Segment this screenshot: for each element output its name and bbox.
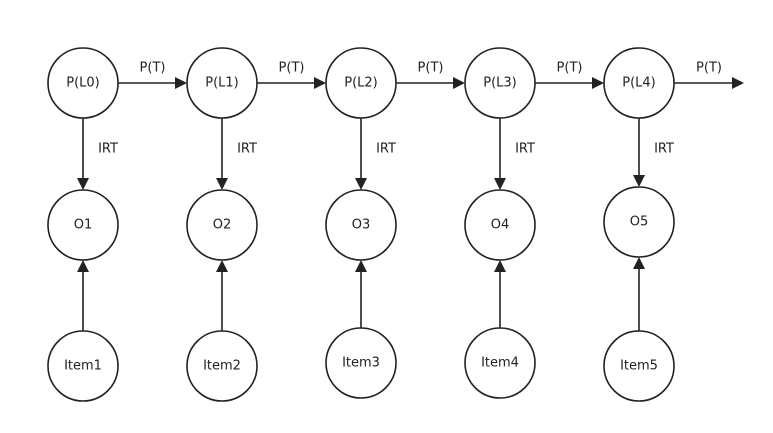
arrow-head (453, 77, 465, 89)
transition-label: P(T) (279, 61, 305, 76)
observation-node-o1: O1 (47, 189, 119, 261)
node-circle (325, 47, 397, 119)
transition-arrow (674, 77, 744, 89)
emission-label: IRT (98, 142, 118, 157)
node-circle (325, 189, 397, 261)
node-label: P(L4) (622, 76, 656, 91)
node-label: P(L1) (205, 76, 239, 91)
node-circle (186, 330, 258, 402)
transition-label: P(T) (418, 61, 444, 76)
node-circle (47, 189, 119, 261)
arrow-head (592, 77, 604, 89)
observation-node-o5: O5 (603, 186, 675, 258)
arrow-head (633, 257, 645, 269)
emission-arrow (494, 118, 506, 190)
node-circle (186, 47, 258, 119)
emission-arrow (355, 118, 367, 190)
item-node-item1: Item1 (47, 330, 119, 402)
item-arrow (355, 260, 367, 328)
arrow-head (494, 260, 506, 272)
emission-label: IRT (654, 142, 674, 157)
node-circle (47, 47, 119, 119)
item-arrow (216, 260, 228, 331)
node-label: Item5 (620, 359, 658, 374)
arrow-head (355, 260, 367, 272)
node-circle (464, 327, 536, 399)
arrow-head (77, 178, 89, 190)
node-label: O4 (491, 218, 510, 233)
state-node-l0: P(L0) (47, 47, 119, 119)
node-circle (464, 189, 536, 261)
emission-arrow (633, 118, 645, 187)
emission-label: IRT (515, 142, 535, 157)
item-node-item2: Item2 (186, 330, 258, 402)
item-arrow (633, 257, 645, 331)
node-label: O2 (213, 218, 232, 233)
arrow-head (732, 77, 744, 89)
node-circle (47, 330, 119, 402)
observation-node-o3: O3 (325, 189, 397, 261)
item-node-item4: Item4 (464, 327, 536, 399)
arrow-head (633, 175, 645, 187)
state-node-l1: P(L1) (186, 47, 258, 119)
emission-arrow (77, 118, 89, 190)
node-label: Item3 (342, 356, 380, 371)
emission-arrow (216, 118, 228, 190)
transition-label: P(T) (696, 61, 722, 76)
item-arrow (77, 260, 89, 331)
item-arrow (494, 260, 506, 328)
node-label: P(L0) (66, 76, 100, 91)
arrow-head (355, 178, 367, 190)
node-label: P(L3) (483, 76, 517, 91)
node-label: O1 (74, 218, 93, 233)
arrow-head (216, 260, 228, 272)
node-label: O3 (352, 218, 371, 233)
transition-arrow (257, 77, 326, 89)
state-node-l3: P(L3) (464, 47, 536, 119)
node-circle (603, 47, 675, 119)
arrow-head (77, 260, 89, 272)
arrow-head (175, 77, 187, 89)
item-node-item5: Item5 (603, 330, 675, 402)
node-label: Item4 (481, 356, 519, 371)
node-label: Item1 (64, 359, 102, 374)
node-circle (325, 327, 397, 399)
node-label: P(L2) (344, 76, 378, 91)
state-node-l2: P(L2) (325, 47, 397, 119)
transition-label: P(T) (557, 61, 583, 76)
state-node-l4: P(L4) (603, 47, 675, 119)
transition-label: P(T) (140, 61, 166, 76)
emission-label: IRT (376, 142, 396, 157)
node-label: O5 (630, 215, 649, 230)
emission-label: IRT (237, 142, 257, 157)
transition-arrow (396, 77, 465, 89)
arrow-head (216, 178, 228, 190)
observation-node-o2: O2 (186, 189, 258, 261)
transition-arrow (118, 77, 187, 89)
observation-node-o4: O4 (464, 189, 536, 261)
node-circle (464, 47, 536, 119)
item-node-item3: Item3 (325, 327, 397, 399)
node-circle (603, 186, 675, 258)
arrow-head (314, 77, 326, 89)
node-circle (603, 330, 675, 402)
node-circle (186, 189, 258, 261)
transition-arrow (535, 77, 604, 89)
arrow-head (494, 178, 506, 190)
node-label: Item2 (203, 359, 241, 374)
